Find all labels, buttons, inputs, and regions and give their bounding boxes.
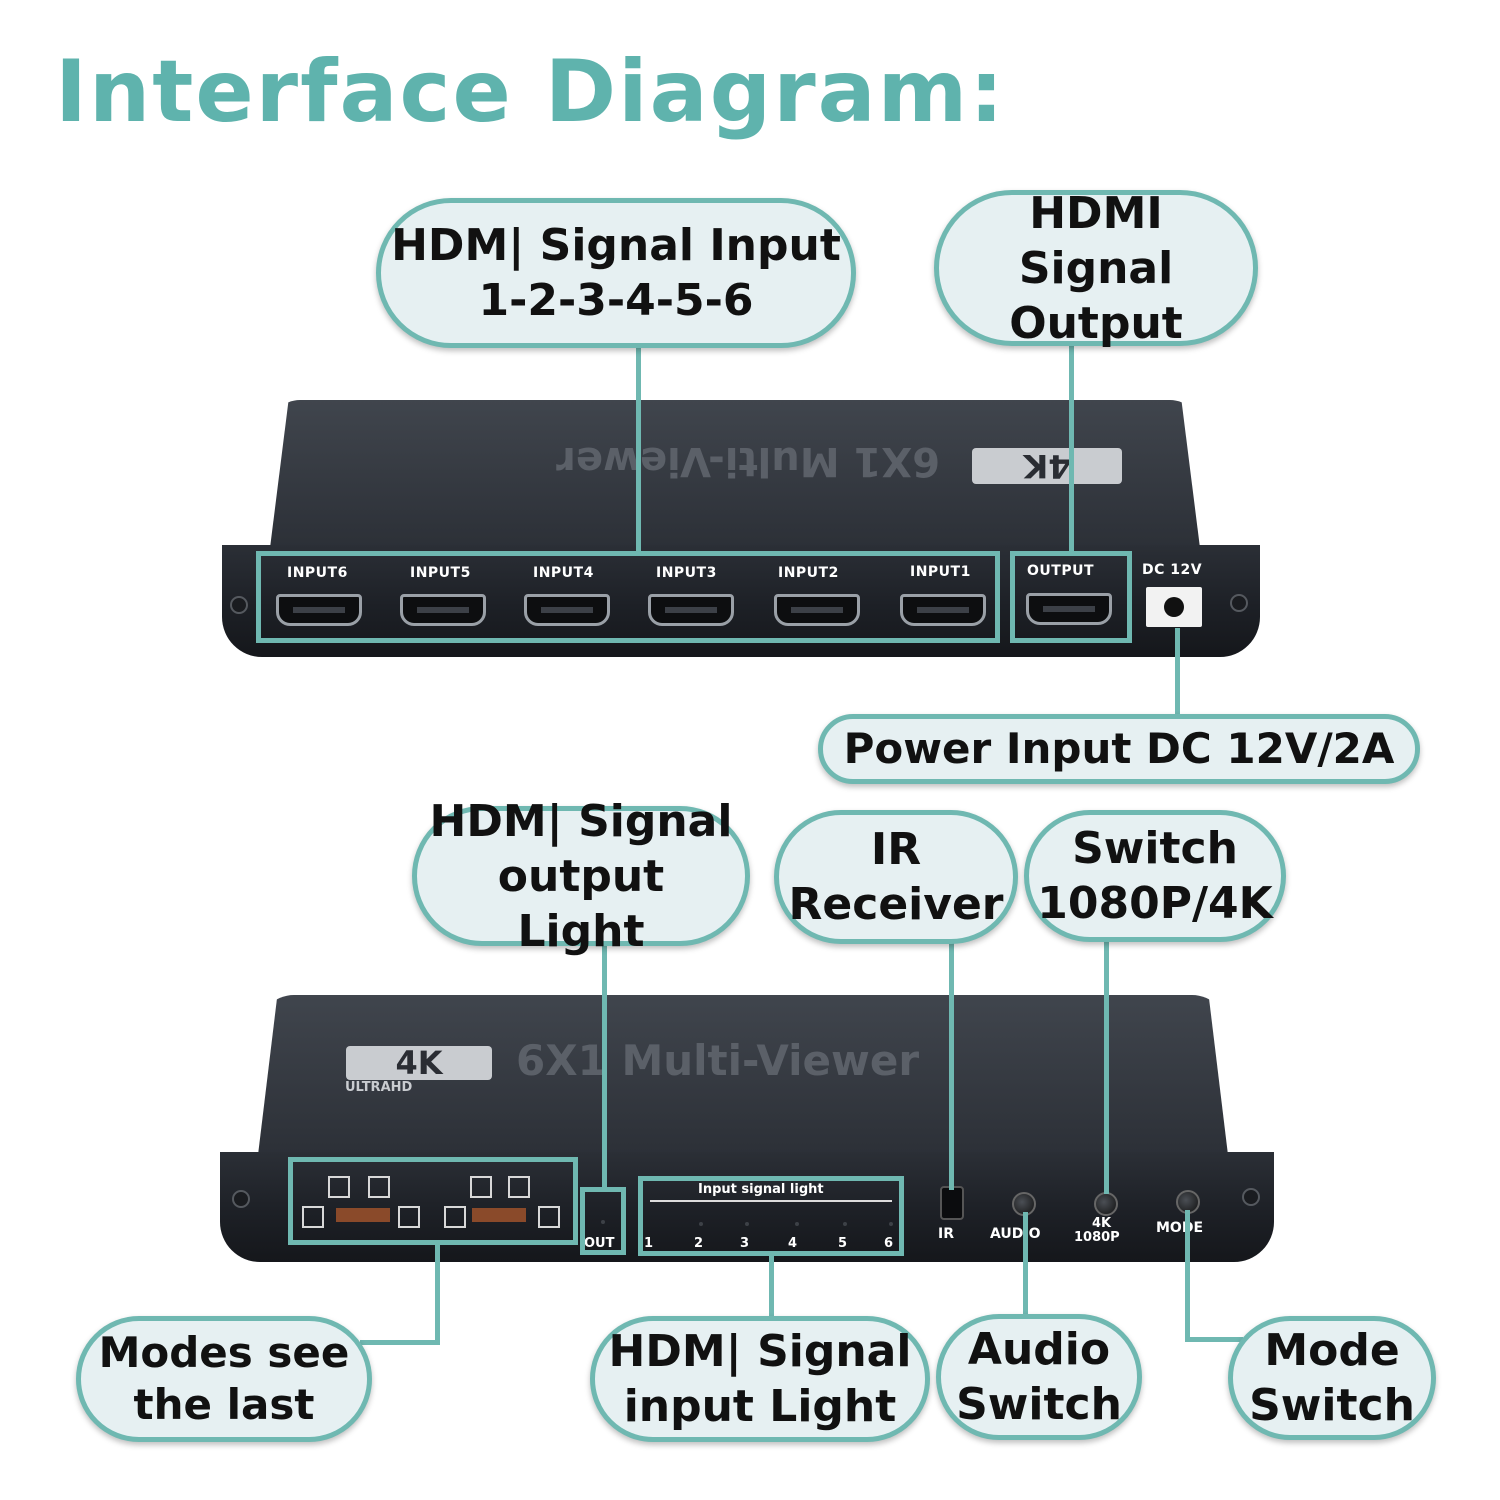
input-number-2: 2: [694, 1236, 704, 1251]
input-led: [843, 1222, 847, 1226]
hdmi-port-icon[interactable]: [524, 594, 610, 626]
connector-line: [636, 346, 641, 552]
port-label-input2: INPUT2: [778, 565, 839, 581]
mode-layout-icon: [328, 1176, 350, 1198]
input-light-highlight: [638, 1176, 904, 1256]
mode-icons-highlight: [288, 1157, 578, 1245]
connector-line: [1104, 938, 1109, 1194]
connector-line: [1185, 1210, 1190, 1342]
output-led: [601, 1220, 605, 1224]
port-label-input4: INPUT4: [533, 565, 594, 581]
callout-hdmi-input: HDM| Signal Input 1-2-3-4-5-6: [376, 198, 856, 348]
connector-line: [1023, 1212, 1028, 1318]
port-label-input1: INPUT1: [910, 564, 971, 580]
hdmi-output-port-icon[interactable]: [1026, 593, 1112, 625]
input-led: [699, 1222, 703, 1226]
connector-line: [769, 1254, 774, 1318]
out-label: OUT: [584, 1236, 615, 1251]
mode-layout-icon: [398, 1206, 420, 1228]
screw-icon: [1230, 594, 1248, 612]
callout-power-input: Power Input DC 12V/2A: [818, 714, 1420, 784]
mode-indicator-window: [336, 1208, 390, 1222]
resolution-button[interactable]: [1094, 1192, 1118, 1216]
mode-layout-icon: [508, 1176, 530, 1198]
device-front-brand: 6X1 Multi-Viewer: [516, 1036, 920, 1085]
port-label-input5: INPUT5: [410, 565, 471, 581]
mode-indicator-window: [472, 1208, 526, 1222]
callout-mode-switch: Mode Switch: [1228, 1316, 1436, 1440]
input-led: [795, 1222, 799, 1226]
callout-ir-receiver: IR Receiver: [774, 810, 1018, 944]
hdmi-port-icon[interactable]: [774, 594, 860, 626]
device-back-logo: 4K: [972, 447, 1122, 485]
port-label-input3: INPUT3: [656, 565, 717, 581]
screw-icon: [230, 596, 248, 614]
connector-line: [1175, 628, 1180, 718]
connector-line: [360, 1340, 440, 1345]
connector-line: [1185, 1337, 1243, 1342]
port-label-dc: DC 12V: [1142, 562, 1203, 578]
input-number-3: 3: [740, 1236, 750, 1251]
input-light-bar: [650, 1200, 892, 1202]
device-back-brand: 6X1 Multi-Viewer: [556, 438, 940, 484]
connector-line: [1069, 344, 1074, 552]
callout-audio-switch: Audio Switch: [936, 1314, 1142, 1440]
connector-line: [435, 1243, 440, 1343]
mode-layout-icon: [302, 1206, 324, 1228]
input-led: [745, 1222, 749, 1226]
callout-input-light: HDM| Signal input Light: [590, 1316, 930, 1442]
mode-layout-icon: [470, 1176, 492, 1198]
page-title: Interface Diagram:: [55, 42, 1006, 142]
port-label-output: OUTPUT: [1027, 563, 1094, 579]
screw-icon: [1242, 1188, 1260, 1206]
screw-icon: [232, 1190, 250, 1208]
mode-layout-icon: [368, 1176, 390, 1198]
hdmi-port-icon[interactable]: [648, 594, 734, 626]
callout-switch-resolution: Switch 1080P/4K: [1024, 810, 1286, 942]
device-front-logo-sub: ULTRAHD: [345, 1080, 413, 1095]
connector-line: [949, 940, 954, 1190]
connector-line: [602, 944, 607, 1190]
hdmi-port-icon[interactable]: [900, 594, 986, 626]
input-number-1: 1: [644, 1236, 654, 1251]
callout-output-light: HDM| Signal output Light: [412, 796, 750, 957]
res-label-bottom: 1080P: [1074, 1230, 1120, 1245]
input-number-6: 6: [884, 1236, 894, 1251]
port-label-input6: INPUT6: [287, 565, 348, 581]
callout-hdmi-output: HDMI Signal Output: [934, 188, 1258, 349]
input-led: [889, 1222, 893, 1226]
mode-layout-icon: [538, 1206, 560, 1228]
mode-layout-icon: [444, 1206, 466, 1228]
output-port-highlight: [1010, 551, 1132, 643]
res-label-top: 4K: [1092, 1216, 1112, 1231]
mode-label: MODE: [1156, 1220, 1204, 1236]
ir-receiver-window: [940, 1186, 964, 1220]
hdmi-port-icon[interactable]: [276, 594, 362, 626]
dc-jack-hole-icon: [1164, 597, 1184, 617]
ir-label: IR: [938, 1226, 954, 1242]
output-light-highlight: [580, 1187, 626, 1255]
callout-modes: Modes see the last: [76, 1316, 372, 1442]
device-front-logo: 4K: [346, 1044, 492, 1082]
input-signal-light-label: Input signal light: [698, 1182, 824, 1197]
hdmi-port-icon[interactable]: [400, 594, 486, 626]
dc-jack[interactable]: [1146, 587, 1202, 627]
input-number-4: 4: [788, 1236, 798, 1251]
input-number-5: 5: [838, 1236, 848, 1251]
input-ports-highlight: [256, 551, 1000, 643]
audio-label: AUDIO: [990, 1226, 1041, 1242]
